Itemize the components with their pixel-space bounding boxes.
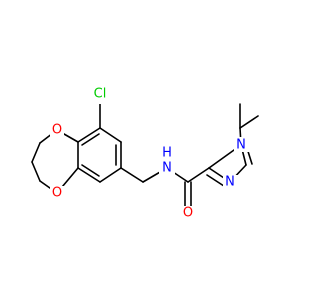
ring-oxygen-top-label: O: [52, 123, 62, 138]
carbonyl-oxygen-label: O: [183, 206, 193, 221]
amide-nitrogen-label: N: [162, 161, 172, 176]
molecule-canvas: Cl O O H N O N N: [31, 84, 259, 222]
imidazole-n3-label: N: [225, 175, 235, 190]
bonds: [31, 103, 259, 207]
chlorine-atom-label: Cl: [94, 87, 107, 102]
bond: [81, 133, 100, 146]
ring-oxygen-bottom-label: O: [52, 186, 62, 201]
chemical-structure: Cl O O H N O N N: [31, 84, 259, 222]
bond: [120, 167, 144, 183]
bond: [31, 142, 41, 163]
bond: [99, 127, 122, 143]
bond: [187, 167, 210, 183]
atom-labels: Cl O O H N O N N: [50, 84, 249, 222]
amide-hydrogen-label: H: [162, 146, 172, 161]
bond: [77, 167, 101, 183]
bond: [31, 161, 41, 182]
bond: [81, 164, 100, 177]
imidazole-n1-label: N: [236, 138, 246, 153]
bond: [239, 115, 259, 129]
bond: [77, 127, 101, 143]
bond: [99, 167, 122, 183]
